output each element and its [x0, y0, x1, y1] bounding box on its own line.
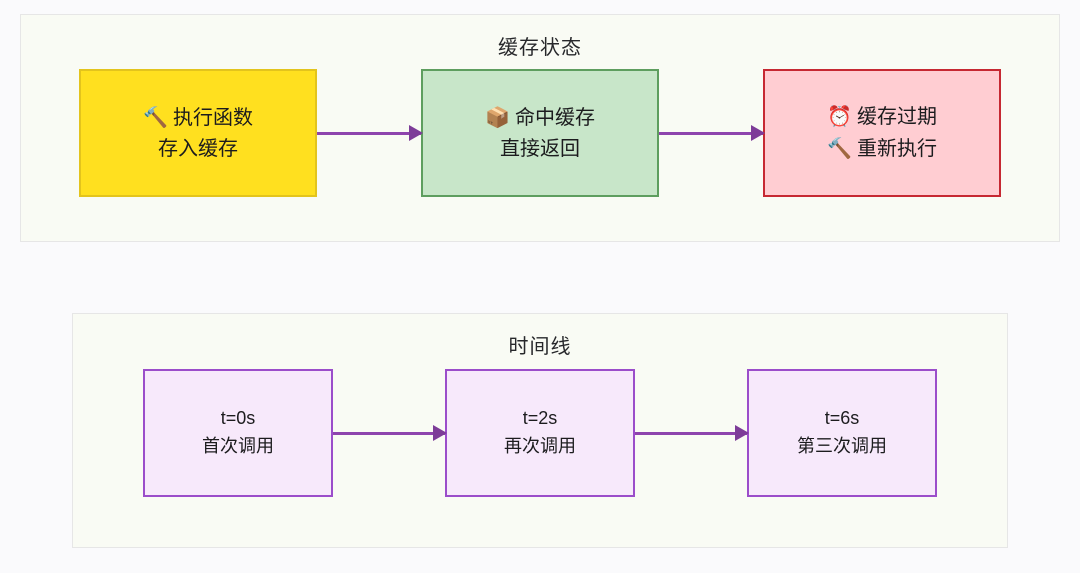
- node-t0-label: 首次调用: [202, 436, 274, 456]
- node-cache-hit-line1-text: 命中缓存: [514, 106, 595, 129]
- cache-state-panel: 缓存状态 🔨执行函数 存入缓存 📦命中缓存 直接返回 ⏰缓存过期 🔨重新执行: [20, 14, 1060, 242]
- node-cache-hit[interactable]: 📦命中缓存 直接返回: [421, 69, 659, 197]
- node-cache-expire-line1: ⏰缓存过期: [827, 101, 937, 133]
- node-cache-expire-line1-text: 缓存过期: [856, 106, 937, 128]
- node-cache-expire-line2: 🔨重新执行: [827, 133, 937, 165]
- arrow-t0-to-t2: [333, 431, 445, 435]
- node-exec-store[interactable]: 🔨执行函数 存入缓存: [79, 69, 317, 197]
- arrow-t2-to-t6: [635, 431, 747, 435]
- node-t6-label: 第三次调用: [797, 436, 887, 456]
- node-exec-store-line1: 🔨执行函数: [143, 102, 253, 134]
- node-t6[interactable]: t=6s 第三次调用: [747, 369, 937, 497]
- node-t2[interactable]: t=2s 再次调用: [445, 369, 635, 497]
- node-cache-hit-line1: 📦命中缓存: [485, 102, 595, 134]
- node-cache-expire[interactable]: ⏰缓存过期 🔨重新执行: [763, 69, 1001, 197]
- timeline-flow: t=0s 首次调用 t=2s 再次调用 t=6s 第三次调用: [73, 369, 1007, 497]
- node-t2-time: t=2s: [522, 408, 558, 429]
- node-t0-time: t=0s: [220, 408, 256, 429]
- node-exec-store-line1-text: 执行函数: [172, 106, 253, 129]
- package-icon: 📦: [485, 104, 510, 129]
- cache-state-flow: 🔨执行函数 存入缓存 📦命中缓存 直接返回 ⏰缓存过期 🔨重新执行: [21, 69, 1059, 197]
- arrow-hit-to-expire: [659, 131, 763, 135]
- node-t2-label: 再次调用: [504, 436, 576, 456]
- hammer-icon: 🔨: [143, 104, 168, 129]
- arrow-exec-to-hit: [317, 131, 421, 135]
- timeline-panel: 时间线 t=0s 首次调用 t=2s 再次调用 t=6s 第三次调用: [72, 313, 1008, 548]
- node-cache-expire-line2-text: 重新执行: [856, 138, 937, 160]
- node-t6-time: t=6s: [824, 408, 860, 429]
- node-cache-hit-line2: 直接返回: [500, 137, 580, 160]
- node-exec-store-line2: 存入缓存: [158, 137, 238, 160]
- node-t0[interactable]: t=0s 首次调用: [143, 369, 333, 497]
- timeline-panel-title: 时间线: [508, 336, 572, 358]
- hammer-icon: 🔨: [827, 136, 852, 160]
- alarm-clock-icon: ⏰: [827, 104, 852, 128]
- cache-state-panel-title: 缓存状态: [498, 37, 582, 59]
